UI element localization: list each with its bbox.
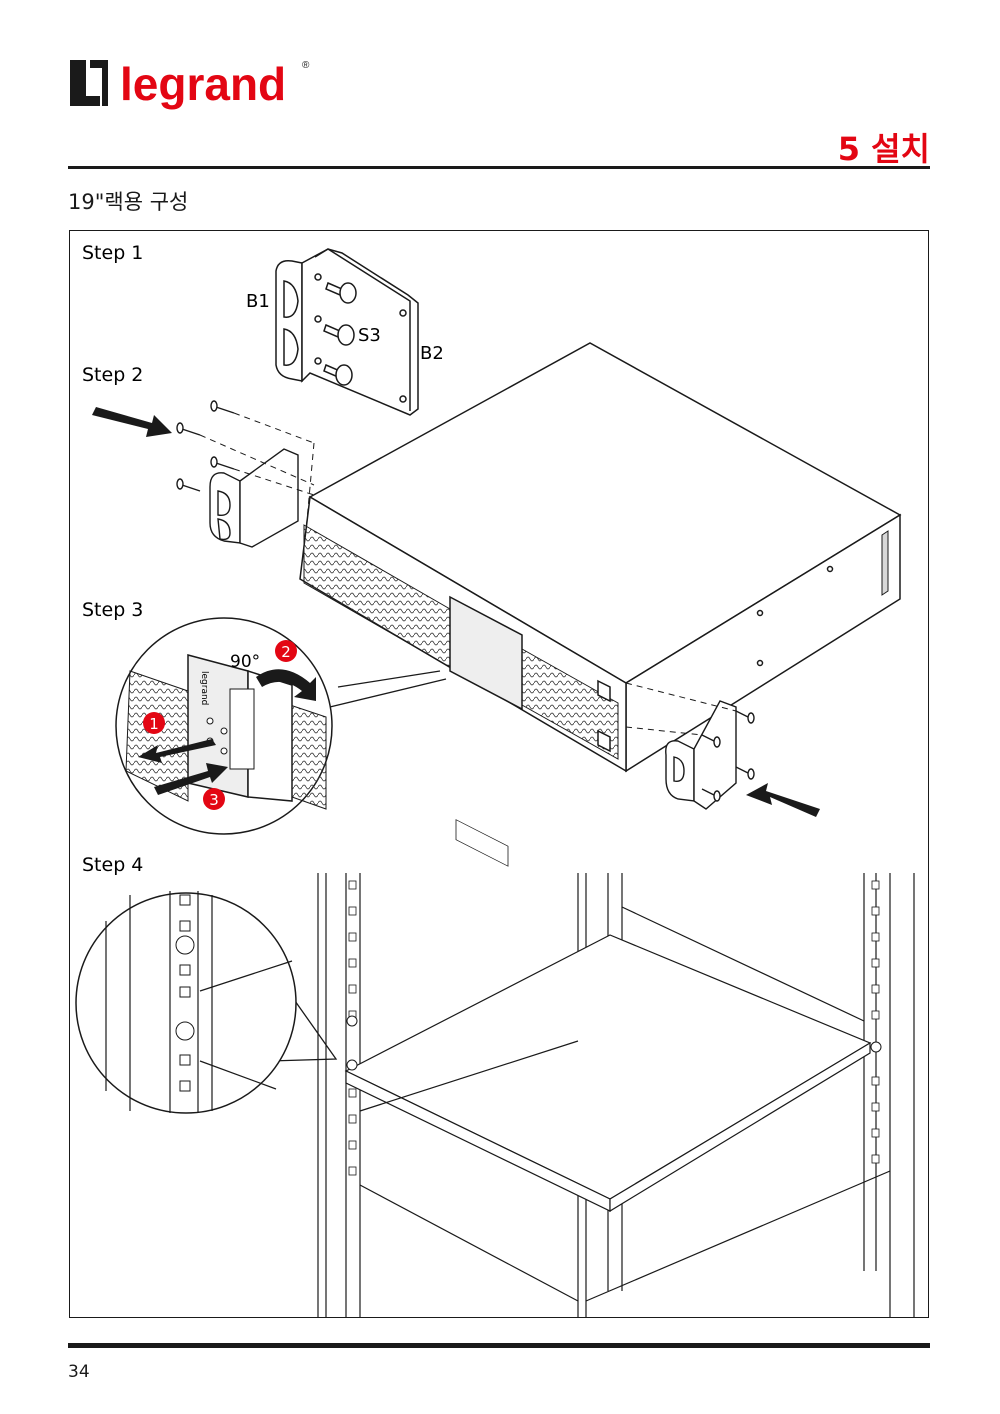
step-3-label: Step 3 — [82, 599, 143, 621]
screw-icon — [325, 281, 357, 304]
screw-icon — [735, 710, 755, 724]
screw-icon — [323, 323, 355, 346]
callout-badge: 2 — [275, 640, 297, 662]
rack-screw-icon — [175, 1021, 195, 1041]
part-label-b1: B1 — [246, 291, 270, 312]
display-panel-logo: legrand — [199, 671, 209, 705]
rack-holes-left — [348, 880, 357, 1176]
screw-icon — [735, 766, 755, 780]
svg-text:2: 2 — [281, 643, 291, 661]
rack-holes-right — [871, 880, 880, 1164]
rack-screw-icon — [346, 1015, 358, 1027]
legrand-symbol-icon — [70, 60, 108, 106]
screw-icon — [210, 400, 235, 414]
screw-icon — [701, 788, 721, 802]
installation-illustration: Step 1 Step 2 Step 3 Step 4 B1 S3 B2 — [75, 242, 915, 1317]
ups-unit-illustration — [299, 342, 902, 867]
pull-arrow-icon — [138, 739, 216, 763]
rack-screw-icon — [175, 935, 195, 955]
rack-screw-icon — [346, 1059, 358, 1071]
svg-text:1: 1 — [149, 715, 159, 733]
step-2-label: Step 2 — [82, 364, 143, 386]
step-4-label: Step 4 — [82, 854, 143, 876]
callout-badge: 3 — [203, 788, 225, 810]
right-bracket-illustration — [665, 700, 755, 810]
part-label-b2: B2 — [420, 343, 444, 364]
rotate-arrow-icon — [256, 669, 316, 701]
step-1-label: Step 1 — [82, 242, 143, 264]
left-arrow-icon — [92, 407, 172, 437]
footer-divider — [68, 1343, 930, 1348]
rotation-angle-label: 90° — [230, 652, 260, 672]
screw-icon — [210, 456, 235, 470]
callout-badge: 1 — [143, 712, 165, 734]
rack-detail-magnifier — [75, 891, 338, 1114]
display-detail-magnifier: legrand 90° 1 2 — [115, 617, 447, 835]
right-arrow-icon — [746, 783, 820, 817]
legrand-logo: legrand ® — [70, 58, 310, 110]
screw-icon — [176, 478, 201, 492]
left-bracket-illustration — [176, 400, 299, 548]
page-number: 34 — [68, 1362, 90, 1382]
bracket-assembly-illustration — [275, 248, 419, 416]
logo-wordmark: legrand — [120, 58, 286, 110]
screw-icon — [176, 422, 201, 436]
part-label-s3: S3 — [358, 325, 381, 346]
push-arrow-icon — [154, 763, 228, 795]
installation-figure: Step 1 Step 2 Step 3 Step 4 B1 S3 B2 — [69, 230, 929, 1318]
svg-text:3: 3 — [209, 791, 219, 809]
section-title: 5 설치 — [837, 130, 930, 168]
page-subheading: 19"랙용 구성 — [68, 190, 189, 214]
screw-icon — [701, 734, 721, 748]
registered-mark: ® — [302, 60, 310, 71]
screw-icon — [323, 363, 353, 386]
rack-screw-icon — [870, 1041, 882, 1053]
header-divider — [68, 166, 930, 169]
rack-cabinet-illustration — [317, 873, 915, 1317]
